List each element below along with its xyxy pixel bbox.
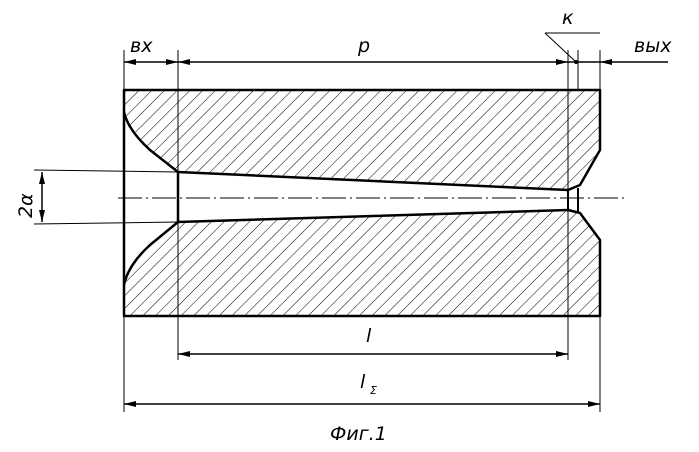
length-label: l	[366, 325, 372, 347]
die-upper-section	[124, 90, 600, 190]
figure-caption: Фиг.1	[330, 423, 387, 445]
total-length-subscript: Σ	[370, 384, 377, 397]
working-label: р	[357, 35, 370, 57]
entry-label: вх	[130, 35, 153, 57]
exit-label: вых	[634, 35, 672, 57]
calibrating-leader	[545, 33, 576, 62]
die-lower-section	[124, 210, 600, 316]
angle-extension-lower	[34, 222, 178, 224]
angle-label: 2α	[15, 193, 37, 218]
total-length-label: l	[360, 371, 366, 393]
angle-extension-upper	[34, 170, 178, 172]
calibrating-label: к	[562, 7, 574, 29]
